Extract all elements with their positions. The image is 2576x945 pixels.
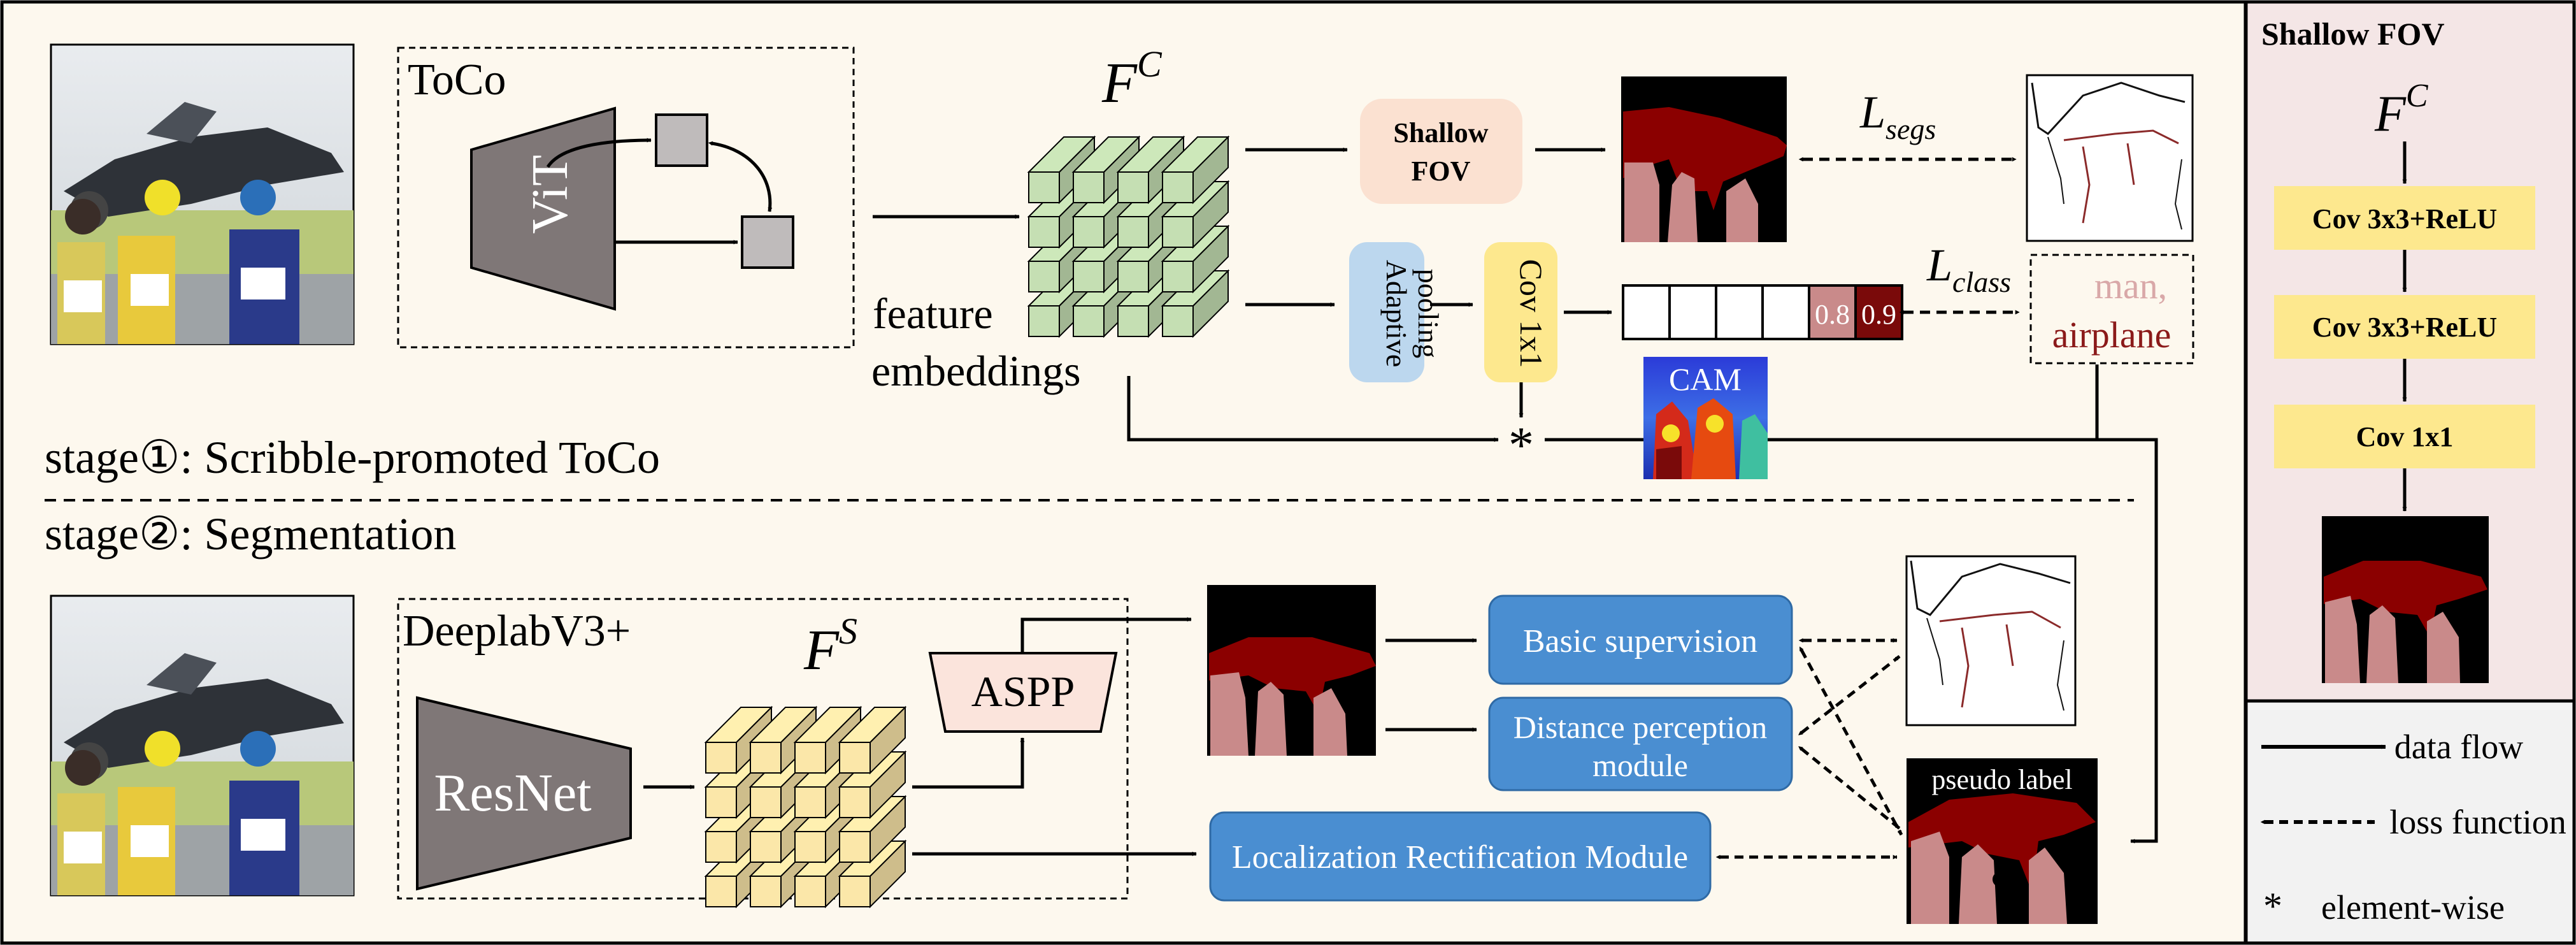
- predicted-mask-stage1: [1621, 76, 1787, 242]
- basic-supervision-label: Basic supervision: [1523, 623, 1757, 660]
- score-cell: [1761, 284, 1810, 340]
- scribble-annotation-stage2: [1905, 555, 2077, 726]
- stage2-label: stage②: Segmentation: [45, 509, 456, 559]
- distance-perception-label-line1: Distance perception: [1513, 709, 1767, 745]
- score-cell: [1854, 284, 1903, 340]
- fs-feature-cubes: [704, 705, 907, 909]
- distance-scribble-loss: [1798, 655, 1901, 735]
- token-square-upper: [655, 113, 708, 167]
- legend-loss-function-label: loss function: [2389, 803, 2566, 841]
- vit-trapezoid: [470, 106, 616, 311]
- sidebar-layer-1: [2274, 186, 2535, 250]
- sidebar-output-mask: [2322, 516, 2489, 683]
- shallow-fov-box: [1360, 99, 1522, 204]
- adaptive-pooling-line1: Adaptive: [1380, 260, 1413, 368]
- sidebar-layer-3-label: Cov 1x1: [2356, 421, 2454, 452]
- fs-feature-cube: [748, 705, 818, 775]
- class-label-man: man,: [2094, 265, 2167, 307]
- class-loss-label: Lclass: [1926, 240, 2011, 298]
- class-labels-box: [2029, 254, 2194, 364]
- stage1-label: stage①: Scribble-promoted ToCo: [45, 432, 660, 483]
- features-to-multiply-line: [1127, 376, 1499, 442]
- fs-feature-cube: [704, 705, 773, 775]
- predicted-mask-stage2: [1207, 585, 1376, 756]
- fs-label: FS: [803, 610, 857, 682]
- adaptive-pooling-line2: pooling: [1412, 269, 1445, 359]
- shallow-fov-box-line1: Shallow: [1393, 117, 1488, 148]
- feature-label-line2: embeddings: [871, 347, 1081, 395]
- features-to-aspp-arrow: [912, 737, 1025, 789]
- scribble-annotation-stage1: [2026, 74, 2194, 242]
- token-square-lower: [741, 215, 794, 269]
- cam-label: CAM: [1669, 361, 1742, 397]
- adaptive-pooling-box: [1349, 242, 1424, 382]
- pseudo-label-title: pseudo label: [1931, 764, 2072, 795]
- aspp-label: ASPP: [971, 667, 1075, 716]
- segs-loss-label: Lsegs: [1859, 87, 1936, 145]
- cam-heatmap: [1643, 357, 1768, 479]
- distance-pseudo-loss: [1798, 746, 1901, 830]
- score-cell-value: 0.9: [1861, 299, 1896, 330]
- cov-1x1-label: Cov 1x1: [1513, 259, 1549, 368]
- fs-feature-cube: [838, 705, 907, 775]
- score-cell: [1668, 284, 1717, 340]
- class-label-airplane: airplane: [2052, 314, 2172, 356]
- lrm-label: Localization Rectification Module: [1232, 839, 1688, 876]
- cov-1x1-box: [1484, 242, 1557, 382]
- deeplab-box: [397, 598, 1129, 900]
- resnet-label: ResNet: [434, 763, 591, 823]
- legend-data-flow-label: data flow: [2394, 728, 2523, 766]
- basic-supervision-module: [1488, 595, 1793, 685]
- localization-rectification-module: [1209, 811, 1712, 902]
- score-cell: [1622, 284, 1671, 340]
- fc-feature-cubes: [1027, 135, 1230, 338]
- vit-label: ViT: [522, 155, 578, 234]
- resnet-trapezoid: [416, 696, 632, 891]
- distance-perception-label-line2: module: [1592, 747, 1688, 783]
- vit-to-token-arrow: [546, 138, 652, 168]
- cam-to-pseudo-label-arrow: [1768, 438, 2158, 844]
- sidebar-title: Shallow FOV: [2261, 16, 2445, 52]
- class-score-vector: 0.8 0.9: [1622, 284, 1903, 340]
- toco-box: [397, 47, 855, 349]
- score-cell: [1715, 284, 1764, 340]
- sidebar-layer-2-label: Cov 3x3+ReLU: [2312, 312, 2497, 343]
- sidebar-fc-label: FC: [2374, 78, 2429, 142]
- aspp-box: [928, 652, 1118, 733]
- score-cell-value: 0.8: [1815, 299, 1850, 330]
- elementwise-multiply-symbol: *: [1508, 417, 1534, 473]
- deeplab-title: DeeplabV3+: [403, 607, 631, 656]
- pseudo-label-mask: [1907, 758, 2098, 924]
- token-bidirectional-arrow: [708, 141, 773, 212]
- fc-feature-cube: [1161, 135, 1230, 205]
- sidebar-layer-1-label: Cov 3x3+ReLU: [2312, 203, 2497, 234]
- legend-element-wise-label: element-wise: [2321, 888, 2505, 927]
- legend-element-wise-symbol: *: [2263, 885, 2282, 927]
- sidebar-layer-3: [2274, 405, 2535, 468]
- input-photo-stage1: [50, 43, 355, 345]
- fc-feature-cube: [1161, 180, 1230, 249]
- distance-perception-module: [1488, 696, 1793, 791]
- input-photo-stage2: [50, 595, 355, 897]
- aspp-to-mask-arrow: [1020, 617, 1192, 653]
- fc-label: FC: [1101, 43, 1163, 115]
- toco-title: ToCo: [408, 55, 506, 105]
- feature-label-line1: feature: [873, 289, 993, 338]
- sidebar-layer-2: [2274, 295, 2535, 359]
- shallow-fov-box-line2: FOV: [1412, 155, 1471, 187]
